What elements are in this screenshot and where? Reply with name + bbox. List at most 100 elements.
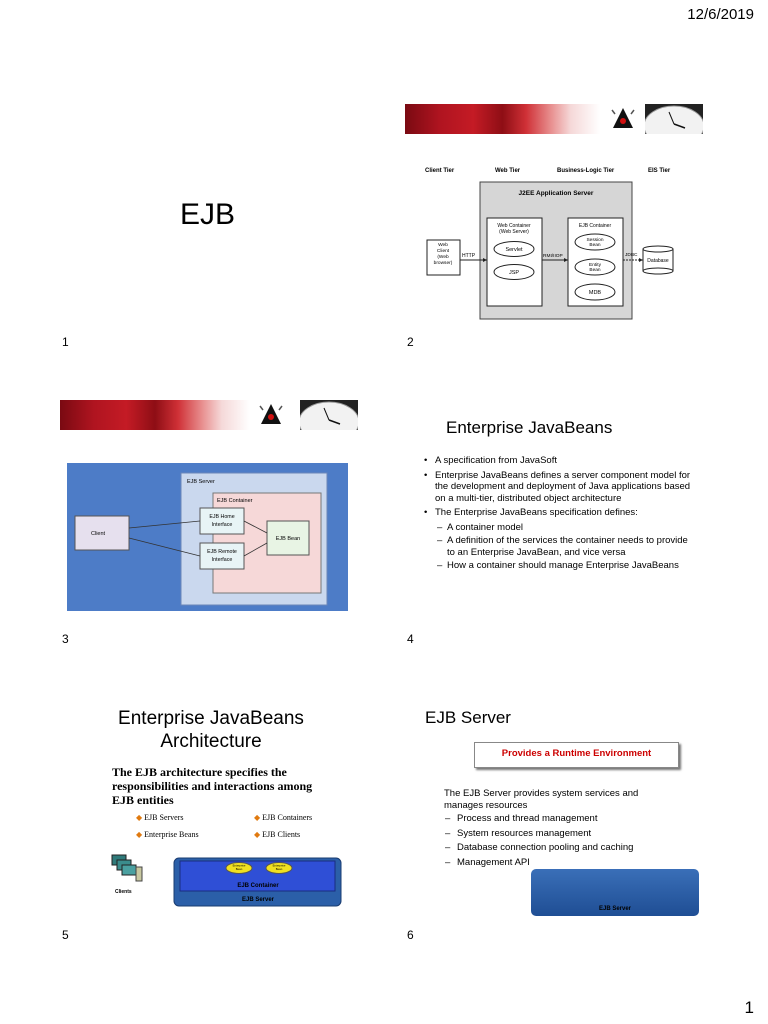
clock-icon [300, 400, 358, 430]
server-item-2: –System resources management [445, 827, 592, 839]
session-bean-line2: Bean [589, 242, 601, 248]
slide-2-banner [405, 104, 705, 134]
slide-5-item-3: ◆ Enterprise Beans [136, 830, 199, 839]
ejb-server-block [531, 869, 699, 916]
ejb-bean-label: EJB Bean [276, 536, 300, 542]
home-interface-box [199, 507, 245, 535]
servlet-label: Servlet [505, 247, 523, 253]
slide-number-6: 6 [407, 928, 414, 942]
slide-1-title: EJB [180, 198, 236, 231]
bullet-2: •Enterprise JavaBeans defines a server c… [424, 469, 691, 504]
bullet-1: •A specification from JavaSoft [424, 455, 557, 466]
web-client-line2: Client [437, 248, 450, 254]
bullet-3: •The Enterprise JavaBeans specification … [424, 507, 638, 518]
tier-label-web: Web Tier [495, 168, 521, 174]
tier-label-eis: EIS Tier [648, 168, 671, 174]
database-label: Database [647, 258, 669, 264]
ejb-container-label: EJB Container [217, 498, 253, 504]
slide-number-2: 2 [407, 335, 414, 349]
servlet-node [493, 241, 535, 257]
slide-4: Enterprise JavaBeans •A specification fr… [405, 405, 705, 615]
session-bean-line1: Session [586, 237, 603, 243]
slide-6-intro: The EJB Server provides system services … [444, 788, 639, 811]
remote-interface-line1: EJB Remote [207, 549, 237, 555]
client-box [74, 515, 130, 551]
remote-interface-line2: Interface [212, 557, 233, 563]
slide-6-title: EJB Server [425, 708, 511, 727]
container-box [179, 860, 336, 892]
database-icon [642, 245, 674, 275]
web-container-line2: (Web Server) [499, 229, 529, 235]
remote-bean-link [243, 542, 268, 557]
home-interface-line1: EJB Home [209, 514, 234, 520]
rmi-label: RMI/IIOP [543, 253, 563, 259]
slide-1: EJB [0, 90, 384, 360]
server-item-4: –Management API [445, 856, 530, 868]
runtime-callout-text: Provides a Runtime Environment [501, 748, 652, 759]
entity-bean-node [574, 258, 616, 276]
home-interface-line2: Interface [212, 522, 233, 528]
slide-5-title-line1: Enterprise JavaBeans [118, 708, 304, 729]
clock-icon [645, 104, 703, 134]
ejb-container-label: EJB Container [579, 223, 612, 229]
bean-1 [225, 862, 253, 874]
slide-5-item-4: ◆ EJB Clients [254, 830, 301, 839]
page-date: 12/6/2019 [687, 6, 754, 23]
server-item-3: –Database connection pooling and caching [445, 842, 634, 853]
server-item-1: –Process and thread management [445, 813, 598, 824]
jsp-label: JSP [509, 270, 519, 276]
jdbc-label: JDBC [625, 252, 638, 258]
home-bean-link [243, 520, 268, 534]
slide-number-4: 4 [407, 632, 414, 646]
session-bean-node [574, 233, 616, 251]
bean-1-line1: Enterprise [233, 864, 246, 868]
jsp-node [493, 264, 535, 280]
duke-mascot-icon [611, 108, 635, 128]
client-home-link [128, 520, 201, 529]
slide-number-5: 5 [62, 928, 69, 942]
tier-label-business: Business-Logic Tier [557, 168, 615, 174]
bean-1-line2: Bean [236, 867, 243, 871]
web-client-line4: browser) [434, 260, 453, 266]
slide-6-list: –Process and thread management –System r… [445, 813, 685, 871]
tier-label-client: Client Tier [425, 168, 455, 174]
sub-bullet-3: –How a container should manage Enterpris… [437, 560, 679, 571]
web-container-box [486, 217, 543, 307]
slide-number-1: 1 [62, 335, 69, 349]
ejb-server-label: EJB Server [187, 479, 215, 485]
client-remote-link [128, 537, 201, 557]
ejb-bean-box [266, 520, 310, 556]
bean-2-line2: Bean [276, 867, 283, 871]
j2ee-tier-diagram: Client Tier Web Tier Business-Logic Tier… [425, 168, 674, 320]
slide-4-title: Enterprise JavaBeans [446, 418, 613, 437]
web-client-box [426, 239, 461, 276]
slide-4-bullets: •A specification from JavaSoft •Enterpri… [423, 455, 693, 574]
clients-label: Clients [115, 889, 132, 895]
app-server-label: J2EE Application Server [519, 190, 594, 197]
slide-5-item-1: ◆ EJB Servers [136, 813, 184, 822]
web-client-line3: (Web [437, 254, 449, 260]
client-label: Client [91, 531, 106, 537]
container-label: EJB Container [237, 883, 279, 889]
bean-2-line1: Enterprise [273, 864, 286, 868]
mdb-label: MDB [589, 290, 602, 296]
server-label: EJB Server [242, 897, 275, 903]
entity-bean-line2: Bean [589, 267, 601, 273]
bean-2 [265, 862, 293, 874]
duke-mascot-icon [259, 404, 283, 424]
sub-bullet-2: –A definition of the services the contai… [437, 535, 688, 558]
sub-bullet-1: –A container model [437, 521, 524, 533]
slide-3: EJB Server EJB Container Client EJB Home… [60, 398, 362, 613]
clients-icon [111, 854, 143, 882]
runtime-callout [474, 742, 679, 768]
slide-5-lead: The EJB architecture specifies the respo… [112, 765, 313, 807]
ejb-server-diagram: EJB Server EJB Container Client EJB Home… [67, 463, 348, 611]
web-container-label: Web Container(Web Server) [497, 223, 531, 235]
slide-6: EJB Server Provides a Runtime Environmen… [405, 705, 705, 920]
